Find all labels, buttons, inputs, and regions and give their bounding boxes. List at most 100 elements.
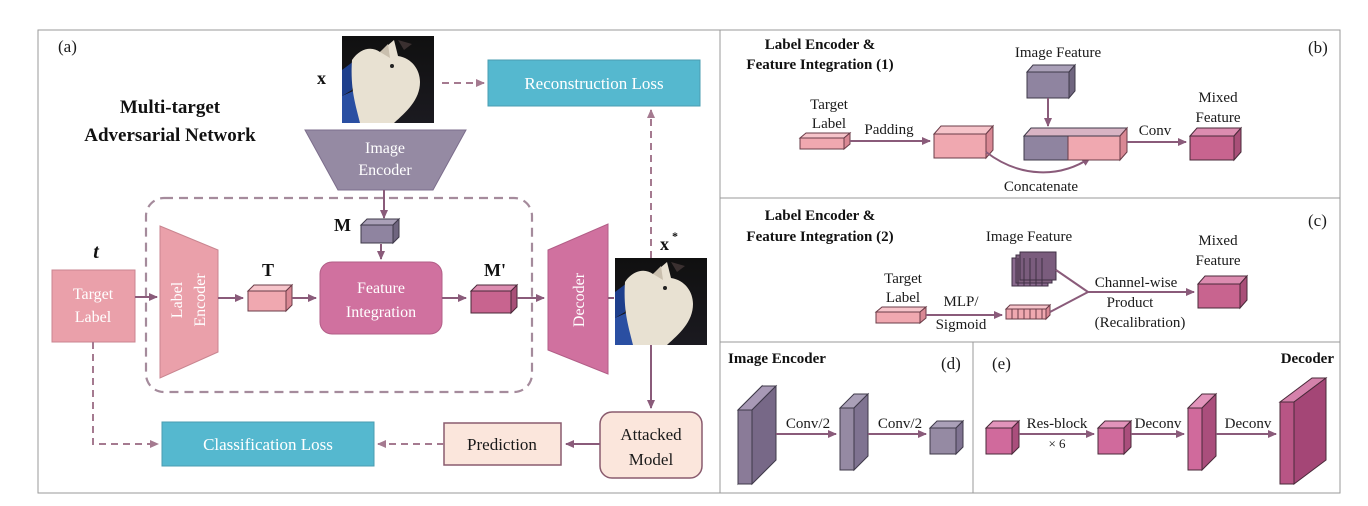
- panel-d-conv1-label: Conv/2: [786, 416, 830, 432]
- target-to-class-loss-arrow: [92, 342, 159, 448]
- panel-c-channel-line2: Product: [1107, 295, 1154, 311]
- reconstruction-loss-label: Reconstruction Loss: [524, 74, 663, 93]
- panel-c-image-feature-label: Image Feature: [986, 229, 1073, 245]
- classification-loss-box: [161, 421, 375, 467]
- panel-b-padding-label: Padding: [864, 122, 914, 138]
- attacked-model-line1: Attacked: [620, 425, 682, 444]
- panel-b-mixed-feature-line2: Feature: [1196, 110, 1241, 126]
- panel-c-mixed-feature-line2: Feature: [1196, 253, 1241, 269]
- feature-integration-label-line1: Feature: [357, 280, 405, 297]
- input-x-label: x: [317, 68, 326, 88]
- panel-d-mid-slab: [838, 392, 870, 472]
- decoder-block: [547, 223, 609, 375]
- image-encoder-label-line2: Encoder: [358, 162, 412, 179]
- panel-b-concatenate-label: Concatenate: [1004, 179, 1078, 195]
- panel-d: Image Encoder (d) Conv/2 Conv/2: [728, 351, 965, 486]
- panel-e-resblock-line2: × 6: [1048, 436, 1066, 451]
- x-star-superscript: *: [672, 229, 678, 243]
- panel-d-conv2-label: Conv/2: [878, 416, 922, 432]
- panel-c-weight-branch-line: [1049, 291, 1089, 313]
- panel-d-title: Image Encoder: [728, 351, 826, 367]
- panel-c: Label Encoder & Feature Integration (2) …: [746, 208, 1326, 333]
- target-label-line1: Target: [73, 286, 114, 303]
- x-star-label: x: [660, 234, 669, 254]
- panel-b-mixed-feature-line1: Mixed: [1198, 90, 1238, 106]
- panel-c-channel-weights: [1004, 303, 1052, 321]
- panel-a-tag: (a): [58, 37, 77, 56]
- panel-c-target-label-line1: Target: [884, 271, 923, 287]
- target-label-line2: Label: [75, 309, 112, 326]
- label-encoder-label-line1: Label: [169, 281, 186, 318]
- image-encoder-label-line1: Image: [365, 140, 405, 157]
- m-label: M: [334, 215, 351, 235]
- panel-e-input-cube: [984, 419, 1021, 456]
- panel-c-tag: (c): [1308, 211, 1327, 230]
- panel-e-mid-slab: [1186, 392, 1218, 472]
- panel-frames: [37, 29, 1341, 494]
- decoder-label: Decoder: [571, 272, 588, 327]
- panel-d-tag: (d): [941, 354, 961, 373]
- panel-b-target-label-cube: [798, 131, 852, 151]
- prediction-box: [443, 422, 562, 466]
- panel-b-title-line1: Label Encoder &: [765, 37, 876, 53]
- panel-c-mlp-line1: MLP/: [943, 294, 979, 310]
- panel-b-concatenated-cube: [1022, 126, 1129, 162]
- panel-d-output-cube: [928, 419, 965, 456]
- panel-b-target-label-line1: Target: [810, 97, 849, 113]
- panel-c-target-label-line2: Label: [886, 290, 920, 306]
- feature-integration-label-line2: Integration: [346, 304, 416, 321]
- panel-b-concat-curve-arrow: [985, 151, 1091, 174]
- attacked-model-line2: Model: [629, 450, 674, 469]
- panel-d-input-slab: [736, 384, 778, 486]
- panel-e-resblock-cube: [1096, 419, 1133, 456]
- panel-c-target-label-cube: [874, 305, 928, 325]
- panel-e-resblock-line1: Res-block: [1027, 416, 1088, 432]
- panel-b-mixed-feature-cube: [1188, 126, 1243, 162]
- t-label: t: [93, 241, 100, 263]
- m-prime-label: M': [484, 260, 506, 280]
- t-feature-cube: [246, 283, 294, 313]
- network-title-line1: Multi-target: [120, 97, 221, 118]
- panel-b-title-line2: Feature Integration (1): [746, 57, 893, 73]
- panel-b-image-feature-cube: [1025, 63, 1077, 100]
- panel-a: (a) Multi-target Adversarial Network x R…: [51, 36, 707, 479]
- m-prime-feature-cube: [469, 283, 519, 315]
- panel-e-deconv2-label: Deconv: [1225, 416, 1272, 432]
- panel-b-conv-label: Conv: [1139, 123, 1172, 139]
- label-encoder-label-line2: Encoder: [192, 273, 209, 327]
- panel-e-deconv1-label: Deconv: [1135, 416, 1182, 432]
- label-encoder-block: [159, 225, 219, 379]
- panel-c-mixed-feature-line1: Mixed: [1198, 233, 1238, 249]
- prediction-label: Prediction: [467, 435, 537, 454]
- input-wolf-image: [342, 36, 434, 123]
- panel-c-image-feature-stack: [1011, 251, 1057, 287]
- panel-c-mlp-line2: Sigmoid: [936, 317, 987, 333]
- panel-b-target-label-line2: Label: [812, 116, 846, 132]
- adversarial-wolf-image: [615, 258, 707, 345]
- panel-e-tag: (e): [992, 354, 1011, 373]
- panel-c-channel-line1: Channel-wise: [1095, 275, 1178, 291]
- panel-c-channel-line3: (Recalibration): [1095, 315, 1186, 331]
- panel-e-output-slab: [1278, 377, 1328, 485]
- panel-b-padded-label-cube: [932, 124, 995, 160]
- panel-c-mixed-feature-cube: [1196, 274, 1249, 310]
- panel-c-title-line1: Label Encoder &: [765, 208, 876, 224]
- panel-c-image-branch-line: [1055, 269, 1089, 293]
- panel-c-title-line2: Feature Integration (2): [746, 229, 893, 245]
- panel-e-title: Decoder: [1281, 351, 1335, 367]
- reconstruction-loss-box: [487, 59, 701, 107]
- panel-b-image-feature-label: Image Feature: [1015, 45, 1102, 61]
- image-encoder-block: [304, 129, 467, 191]
- classification-loss-label: Classification Loss: [203, 435, 333, 454]
- big-t-label: T: [262, 260, 274, 280]
- panel-b: Label Encoder & Feature Integration (1) …: [746, 37, 1327, 195]
- generator-region: [144, 196, 534, 394]
- panel-e: (e) Decoder Res-block × 6 Deconv Deconv: [984, 351, 1335, 485]
- network-title-line2: Adversarial Network: [84, 125, 256, 146]
- target-label-box: [51, 269, 136, 343]
- panel-b-tag: (b): [1308, 38, 1328, 57]
- m-feature-cube: [359, 217, 401, 245]
- feature-integration-block: [319, 261, 443, 335]
